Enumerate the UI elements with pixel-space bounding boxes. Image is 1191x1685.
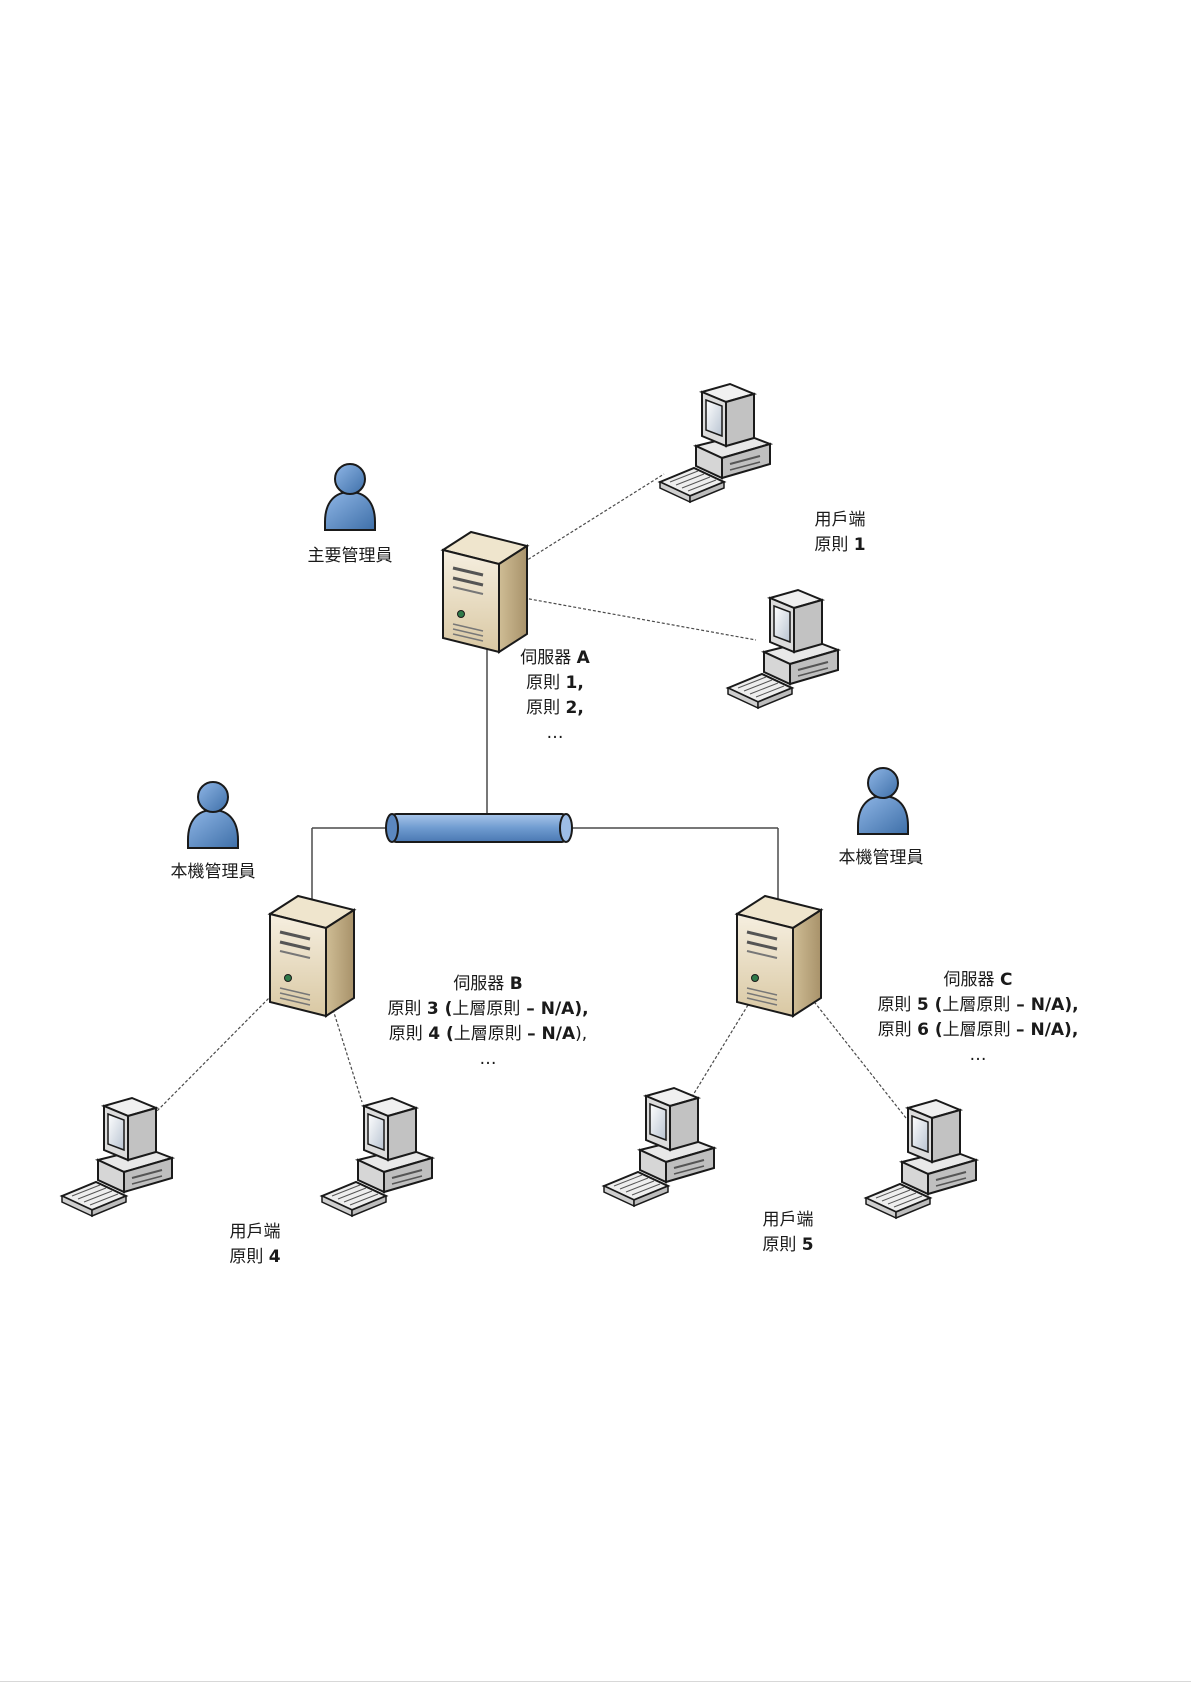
server-c-label: 伺服器 C 原則 5 (上層原則 – N/A), 原則 6 (上層原則 – N/… [852,968,1104,1068]
client-left-label: 用戶端 原則 4 [205,1220,305,1270]
server-b-label: 伺服器 B 原則 3 (上層原則 – N/A), 原則 4 (上層原則 – N/… [362,972,614,1072]
workstation-b-2-icon [322,1098,432,1216]
workstation-c-2-icon [866,1100,976,1218]
workstation-b-1-icon [62,1098,172,1216]
backbone-pipe-icon [386,814,572,842]
client-top-label: 用戶端 原則 1 [790,508,890,558]
workstation-top-2-icon [728,590,838,708]
primary-admin-icon [325,464,375,530]
local-admin-right-icon [858,768,908,834]
local-admin-right-label: 本機管理員 [818,846,944,871]
server-a-label: 伺服器 A 原則 1, 原則 2, … [503,646,607,746]
link-serverA-ws2 [524,598,756,640]
link-serverB-ws1 [156,995,272,1112]
server-b-icon [270,896,354,1016]
local-admin-left-label: 本機管理員 [150,860,276,885]
link-serverA-ws1 [524,474,664,562]
primary-admin-label: 主要管理員 [280,544,420,569]
local-admin-left-icon [188,782,238,848]
workstation-c-1-icon [604,1088,714,1206]
link-serverC-ws1 [690,1005,748,1100]
page-bottom-rule [0,1681,1191,1682]
server-a-icon [443,532,527,652]
client-right-label: 用戶端 原則 5 [738,1208,838,1258]
link-serverB-ws2 [330,1000,362,1102]
server-c-icon [737,896,821,1016]
workstation-top-1-icon [660,384,770,502]
